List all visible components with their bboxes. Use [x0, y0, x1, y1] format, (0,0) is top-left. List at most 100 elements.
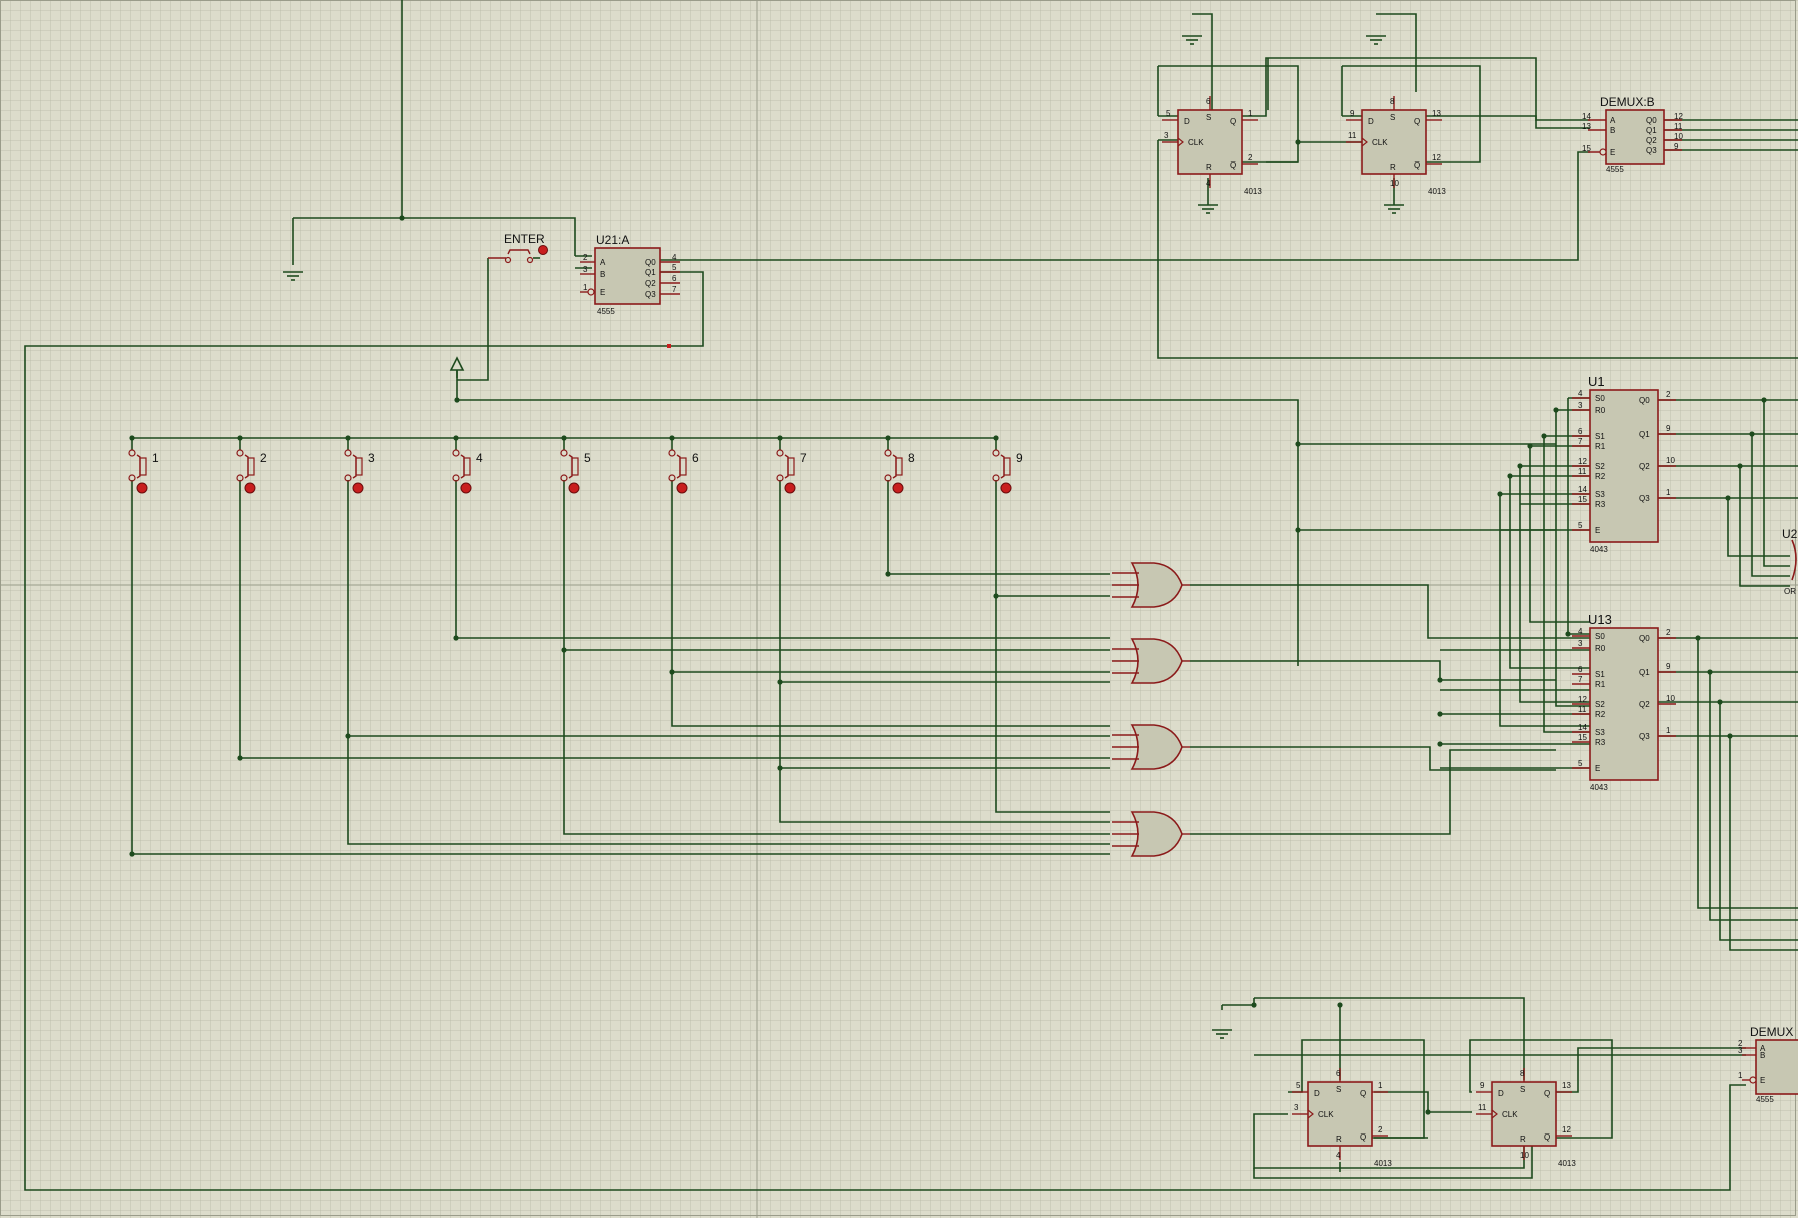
pin-number: 2 [1738, 1039, 1743, 1048]
contact [344, 449, 352, 457]
pushbutton-switch-8[interactable] [884, 449, 904, 494]
junction-dot [1553, 407, 1559, 413]
u13-chip[interactable] [1589, 627, 1659, 781]
pin-number: 11 [1478, 1103, 1487, 1112]
pin-number: 1 [1666, 488, 1671, 497]
pin-name: B [600, 270, 605, 279]
pin-name: R2 [1595, 472, 1606, 481]
contact [526, 256, 534, 264]
pin-name: Q̅ [1360, 1133, 1366, 1142]
u1-chip[interactable] [1589, 389, 1659, 543]
pin-name: R3 [1595, 738, 1606, 747]
junction-dot [777, 679, 783, 685]
pin-number: 12 [1578, 457, 1587, 466]
switch-led [568, 482, 580, 494]
contact [560, 449, 568, 457]
junction-dot [1437, 677, 1443, 683]
or-gate-2[interactable] [1112, 638, 1190, 684]
or-gate-4[interactable] [1112, 811, 1190, 857]
contact [668, 449, 676, 457]
pin-number: 2 [583, 253, 588, 262]
pin-name: A [1760, 1044, 1766, 1053]
enter-pushbutton[interactable] [488, 245, 548, 264]
wire [457, 258, 489, 381]
pin-number: 15 [1578, 733, 1587, 742]
pin-number: 5 [1578, 759, 1583, 768]
or-gate-body [1130, 811, 1183, 857]
actuator-body [571, 457, 579, 476]
ff-top-1-part: 4013 [1244, 187, 1262, 196]
pushbutton-switch-5[interactable] [560, 449, 580, 494]
inversion-bubble [1749, 1076, 1757, 1084]
clock-triangle [1177, 137, 1184, 147]
pin-number: 4 [1206, 179, 1211, 188]
demux-bottom-chip[interactable] [1755, 1039, 1798, 1095]
marker [667, 344, 671, 348]
pin-number: 8 [1390, 97, 1395, 106]
or-gate-body [1130, 724, 1183, 770]
wire [1374, 1091, 1472, 1113]
clock-triangle [1307, 1109, 1314, 1119]
pin-number: 15 [1582, 144, 1591, 153]
pin-number: 12 [1578, 695, 1587, 704]
contact [668, 474, 676, 482]
ground-symbol [1198, 204, 1218, 214]
pushbutton-switch-9[interactable] [992, 449, 1012, 494]
actuator-body [1003, 457, 1011, 476]
u21-demux-chip[interactable] [594, 247, 661, 305]
demux-b-ref: DEMUX:B [1600, 95, 1655, 109]
junction-dot [993, 593, 999, 599]
pin-number: 11 [1348, 131, 1357, 140]
wire [1240, 57, 1590, 129]
contact [452, 449, 460, 457]
junction-dot [561, 647, 567, 653]
actuator [507, 249, 531, 255]
or-gate-3[interactable] [1112, 724, 1190, 770]
clock-triangle [1361, 137, 1368, 147]
or-gate-1[interactable] [1112, 562, 1190, 608]
pin-name: S [1520, 1085, 1525, 1094]
pin-number: 4 [1578, 389, 1583, 398]
pin-number: 1 [1666, 726, 1671, 735]
u2-ref: U2 [1782, 527, 1798, 541]
pushbutton-switch-4[interactable] [452, 449, 472, 494]
pin-number: 4 [1336, 1151, 1341, 1160]
junction-dot [1517, 463, 1523, 469]
pin-name: E [1760, 1076, 1765, 1085]
demux-b-chip[interactable] [1605, 109, 1665, 165]
junction-dot [1295, 527, 1301, 533]
pin-number: 2 [1666, 628, 1671, 637]
pin-number: 7 [672, 285, 677, 294]
ff-bottom-1-chip[interactable] [1307, 1081, 1373, 1147]
pushbutton-switch-3[interactable] [344, 449, 364, 494]
actuator-body [895, 457, 903, 476]
pin-number: 12 [1562, 1125, 1571, 1134]
pin-name: Q2 [645, 279, 656, 288]
wire [1763, 400, 1790, 567]
junction-dot [237, 755, 243, 761]
pin-number: 4 [672, 253, 677, 262]
inversion-bubble [1599, 148, 1607, 156]
pin-name: R3 [1595, 500, 1606, 509]
clock-triangle [1491, 1109, 1498, 1119]
pin-name: Q1 [1639, 668, 1650, 677]
pushbutton-switch-1[interactable] [128, 449, 148, 494]
junction-dot [1437, 711, 1443, 717]
wire [660, 151, 1590, 261]
pin-number: 3 [583, 265, 588, 274]
pin-name: Q3 [1639, 732, 1650, 741]
contact [884, 449, 892, 457]
pin-number: 6 [1578, 665, 1583, 674]
pushbutton-switch-6[interactable] [668, 449, 688, 494]
pushbutton-switch-2[interactable] [236, 449, 256, 494]
junction-dot [1425, 1109, 1431, 1115]
pushbutton-switch-7[interactable] [776, 449, 796, 494]
pin-name: E [600, 288, 605, 297]
pin-number: 2 [1378, 1125, 1383, 1134]
pin-name: Q [1544, 1089, 1550, 1098]
enter-label: ENTER [504, 232, 545, 246]
u1-part: 4043 [1590, 545, 1608, 554]
junction-dot [1337, 1002, 1343, 1008]
